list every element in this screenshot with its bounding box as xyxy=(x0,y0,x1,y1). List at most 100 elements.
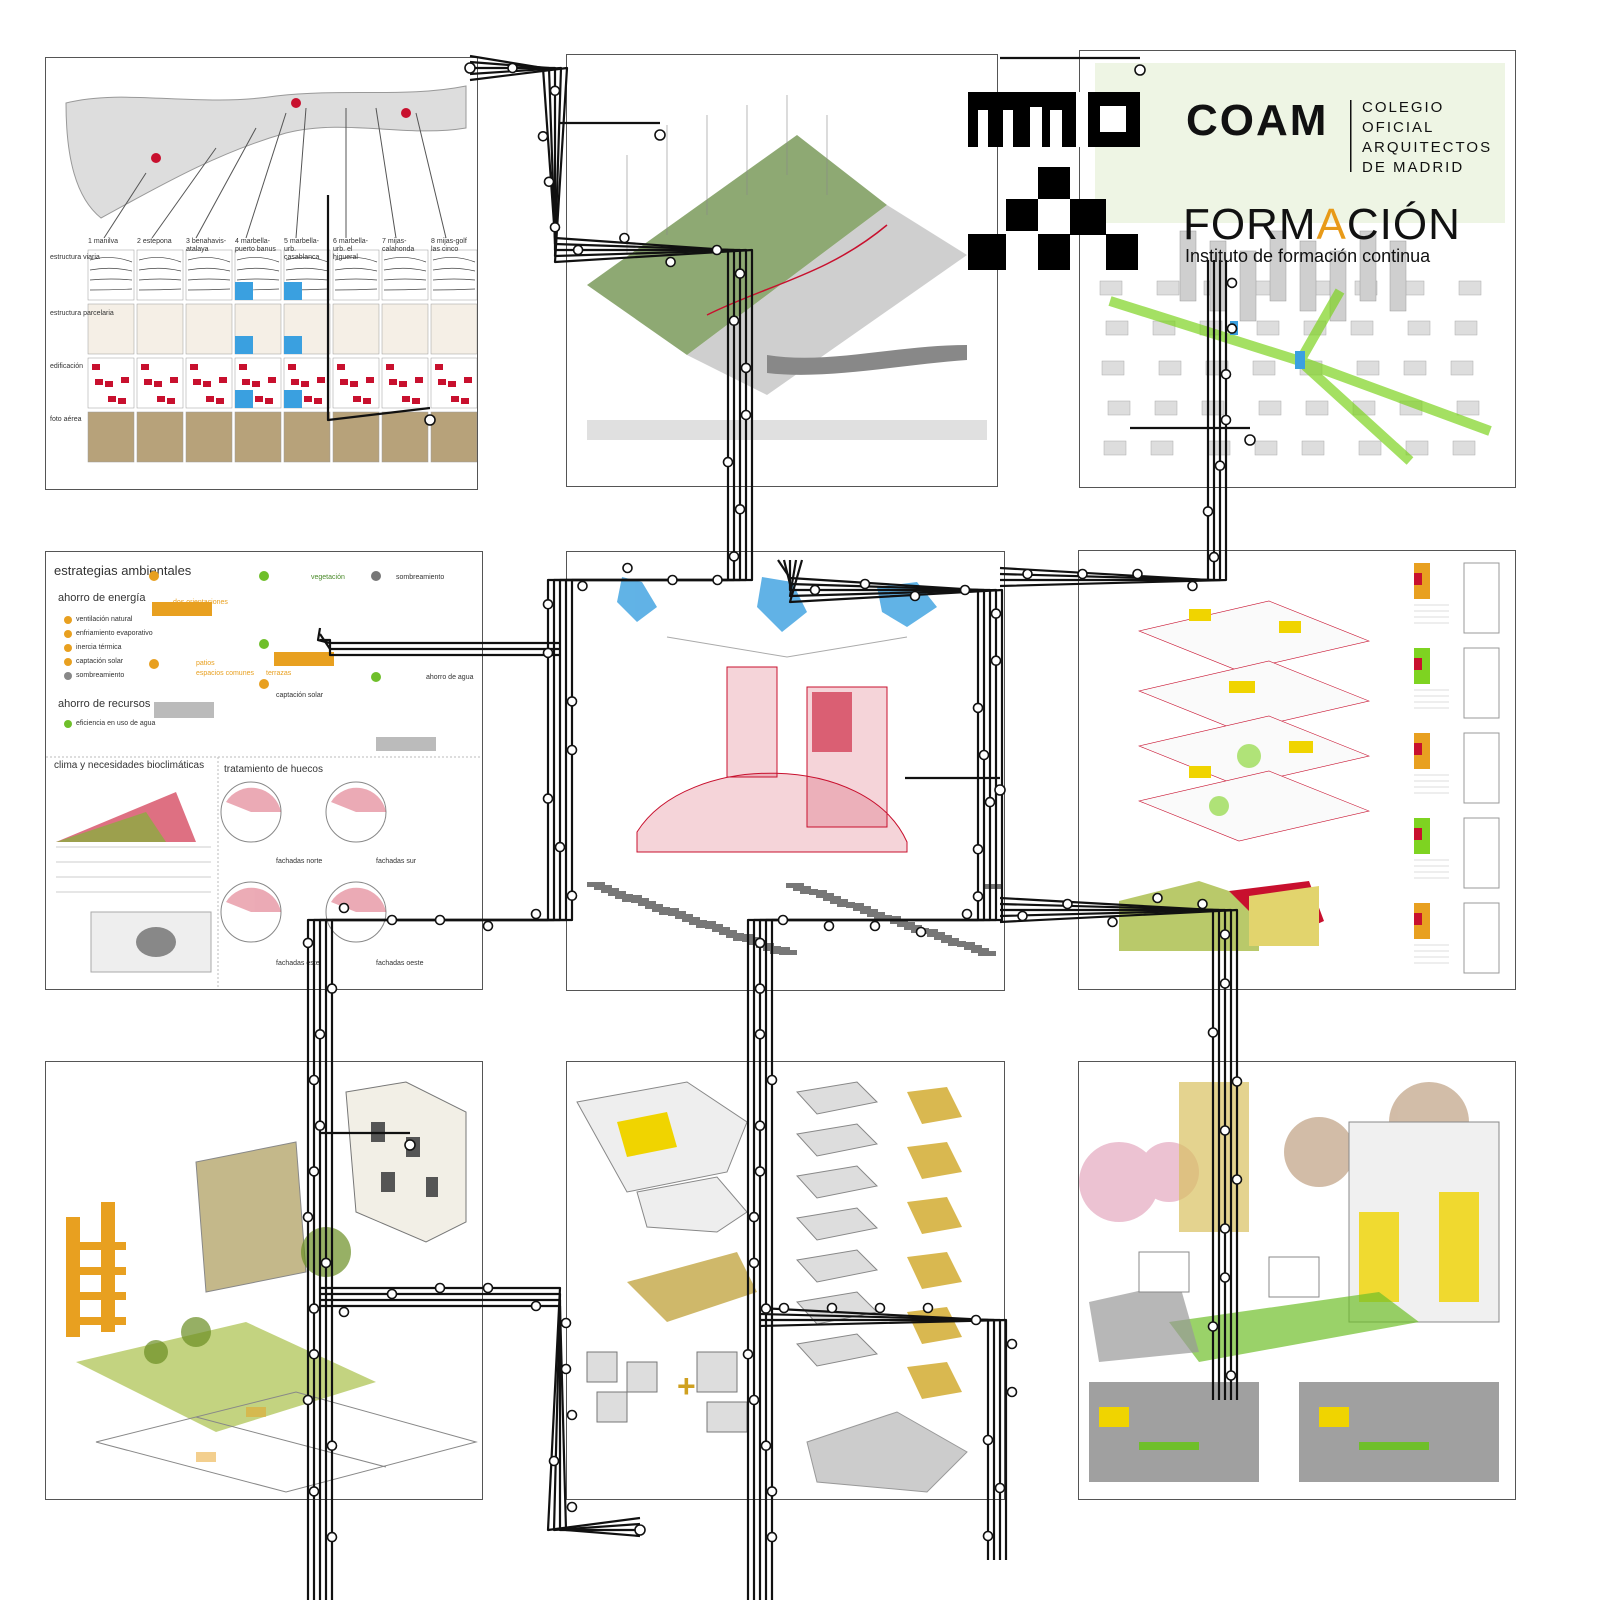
formacion-wordmark: FORMACIÓN xyxy=(1183,200,1461,250)
station-marker xyxy=(1226,277,1238,289)
station-marker xyxy=(308,1166,320,1177)
terminus-marker xyxy=(654,129,666,141)
housing-model-drawing xyxy=(66,1081,478,1493)
metro-bundle-east xyxy=(999,902,1221,1400)
energia-item: enfriamiento evaporativo xyxy=(76,630,153,637)
station-marker xyxy=(560,1363,572,1375)
metro-bundle-south-west xyxy=(320,1304,641,1538)
station-marker xyxy=(314,1120,326,1131)
station-marker xyxy=(970,1314,982,1326)
row-label-viaria: estructura viaria xyxy=(50,254,100,261)
station-marker xyxy=(320,1257,332,1269)
station-marker xyxy=(542,598,554,610)
metro-bundle-center xyxy=(746,559,980,1600)
station-marker xyxy=(530,908,542,920)
station-marker xyxy=(742,1349,754,1360)
column-label: 6 marbella-urb. el higueral xyxy=(333,238,369,262)
station-marker xyxy=(338,902,350,914)
station-marker xyxy=(434,914,446,926)
metro-bundle-north-east xyxy=(999,260,1210,582)
metro-bundle-south-west xyxy=(320,1298,640,1532)
station-marker xyxy=(543,176,555,188)
station-marker xyxy=(482,1282,494,1294)
station-marker xyxy=(308,1303,320,1314)
station-marker xyxy=(560,1317,572,1329)
huecos-heading: tratamiento de huecos xyxy=(224,764,323,775)
label-patios: patios xyxy=(196,660,215,667)
station-marker xyxy=(922,1302,934,1314)
station-marker xyxy=(338,1306,350,1318)
metro-bundle-north-east xyxy=(999,260,1228,588)
station-marker xyxy=(1107,916,1118,928)
station-marker xyxy=(826,1302,838,1314)
colegio-line: ARQUITECTOS xyxy=(1362,139,1493,156)
station-marker xyxy=(754,1029,766,1040)
station-marker xyxy=(994,1482,1006,1494)
station-marker xyxy=(542,793,554,804)
metro-bundle-south-east xyxy=(759,1312,996,1560)
station-marker xyxy=(982,1530,994,1542)
station-marker xyxy=(982,1434,994,1446)
panel-exploded-models: + xyxy=(566,1061,1005,1500)
station-marker xyxy=(1197,898,1208,910)
metro-bundle-south-west xyxy=(320,1292,641,1532)
station-marker xyxy=(308,1074,320,1086)
metro-bundle-east xyxy=(999,908,1239,1400)
station-marker xyxy=(740,362,752,374)
station-marker xyxy=(326,983,338,994)
metro-bundle-link-west xyxy=(319,633,560,651)
station-marker xyxy=(326,1531,338,1543)
station-marker xyxy=(566,744,578,756)
station-marker xyxy=(622,562,633,574)
red-building-drawing xyxy=(587,577,1003,956)
station-marker xyxy=(809,584,821,596)
station-marker xyxy=(754,1120,766,1131)
station-marker xyxy=(728,315,740,327)
label-fachadas-norte: fachadas norte xyxy=(276,858,323,865)
station-marker xyxy=(434,1282,446,1294)
station-marker xyxy=(554,841,566,853)
clima-heading: clima y necesidades bioclimáticas xyxy=(54,760,205,771)
terminus-marker xyxy=(424,414,436,426)
station-marker xyxy=(302,937,314,949)
plus-icon: + xyxy=(677,1368,696,1404)
energia-heading: ahorro de energía xyxy=(58,592,146,604)
station-marker xyxy=(869,920,881,932)
label-sombreamiento: sombreamiento xyxy=(396,574,445,581)
metro-bundle-north-east xyxy=(1000,260,1222,582)
station-marker xyxy=(1077,568,1088,580)
station-marker xyxy=(1062,898,1073,910)
metro-bundle-south-east xyxy=(759,1306,990,1560)
energia-item: inercia térmica xyxy=(76,644,122,651)
metro-bundle-east xyxy=(999,896,1215,1400)
station-marker xyxy=(984,796,996,808)
station-marker xyxy=(548,1455,560,1467)
station-marker xyxy=(1226,323,1238,334)
station-marker xyxy=(308,1486,320,1497)
environmental-diagrams xyxy=(46,571,482,989)
station-marker xyxy=(909,590,921,602)
station-marker xyxy=(728,551,740,562)
station-marker xyxy=(734,268,746,279)
station-marker xyxy=(549,85,561,97)
station-marker xyxy=(972,843,984,855)
station-marker xyxy=(1208,551,1220,563)
metro-bundle-link-west xyxy=(316,627,560,645)
station-marker xyxy=(1220,368,1232,380)
station-marker xyxy=(665,256,676,268)
metro-bundle-link-west xyxy=(320,638,560,657)
label-vegetacion: vegetación xyxy=(311,574,345,581)
station-marker xyxy=(566,1409,578,1421)
row-label-parcelaria: estructura parcelaria xyxy=(50,310,114,317)
station-marker xyxy=(754,983,766,994)
station-marker xyxy=(990,608,1002,619)
metro-bundle-south-east xyxy=(759,1318,1008,1560)
label-ahorro-agua: ahorro de agua xyxy=(426,674,474,681)
coastal-analysis-drawing xyxy=(65,85,477,463)
station-marker xyxy=(766,1486,778,1497)
metro-bundle-west xyxy=(312,60,736,1600)
metro-bundle-center xyxy=(758,560,992,1600)
station-marker xyxy=(874,1302,886,1314)
station-marker xyxy=(766,1531,778,1543)
